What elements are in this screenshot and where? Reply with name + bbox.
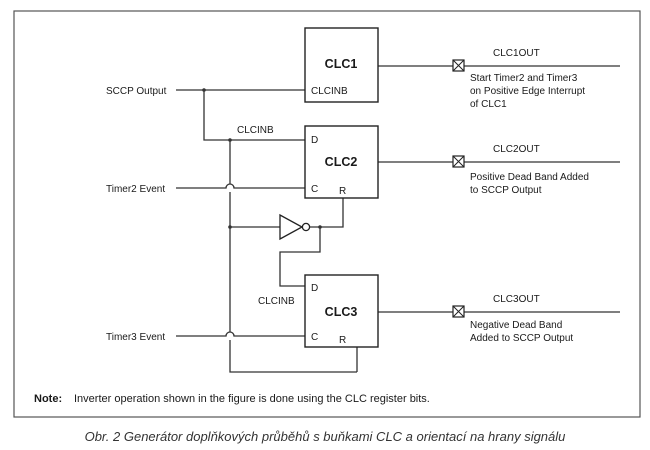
clc1out-terminal-icon [452, 59, 465, 72]
clc3-d-pin: D [311, 283, 318, 294]
clcinb-label-clc3: CLCINB [258, 296, 295, 307]
figure-caption: Obr. 2 Generátor doplňkových průběhů s b… [85, 429, 566, 444]
inverter-output-wire [310, 198, 344, 228]
timer3-event-wire [176, 331, 305, 337]
clc2-title: CLC2 [325, 155, 358, 169]
timer3-event-label: Timer3 Event [106, 332, 165, 343]
clc1-block: CLC1 CLCINB [304, 27, 379, 103]
figure-frame [13, 10, 641, 418]
sccp-output-label: SCCP Output [106, 86, 167, 97]
clc2out-desc-line1: Positive Dead Band Added [470, 172, 589, 183]
clc1-clcinb-pin: CLCINB [311, 86, 348, 97]
clc3-c-pin: C [311, 332, 318, 343]
clc3out-desc-line2: Added to SCCP Output [470, 333, 573, 344]
sccp-to-clc2-wire [203, 90, 305, 141]
clc2out-desc-line2: to SCCP Output [470, 185, 542, 196]
clcinb-label-clc2: CLCINB [237, 125, 274, 136]
junction-inverter [228, 225, 232, 229]
clc2-block: CLC2 D C R [304, 125, 379, 199]
clc1out-desc-line2: on Positive Edge Interrupt [470, 86, 585, 97]
clc3-block: CLC3 D C R [304, 274, 379, 348]
clc1out-desc-line1: Start Timer2 and Timer3 [470, 73, 578, 84]
note-label: Note: [34, 393, 62, 405]
clc3out-label: CLC3OUT [493, 294, 540, 305]
timer2-event-label: Timer2 Event [106, 184, 165, 195]
junction-sccp [202, 88, 206, 92]
clc3-title: CLC3 [325, 305, 358, 319]
note-text: Inverter operation shown in the figure i… [74, 393, 430, 405]
clc3-r-pin: R [339, 335, 346, 346]
clc3out-terminal-icon [452, 305, 465, 318]
clc1-title: CLC1 [325, 57, 358, 71]
clc2-c-pin: C [311, 184, 318, 195]
inverter-icon [279, 213, 311, 241]
clc2-d-pin: D [311, 135, 318, 146]
timer2-event-wire [176, 183, 305, 189]
junction-clc2r [318, 225, 322, 229]
clc3out-desc-line1: Negative Dead Band [470, 320, 562, 331]
clcinb-bus-wire [229, 140, 357, 373]
clc1out-desc-line3: of CLC1 [470, 99, 507, 110]
junction-clcinb [228, 138, 232, 142]
clc2-r-pin: R [339, 186, 346, 197]
clc2out-label: CLC2OUT [493, 144, 540, 155]
clc1out-label: CLC1OUT [493, 48, 540, 59]
clc2out-terminal-icon [452, 155, 465, 168]
clc3-d-feed-wire [279, 227, 321, 287]
